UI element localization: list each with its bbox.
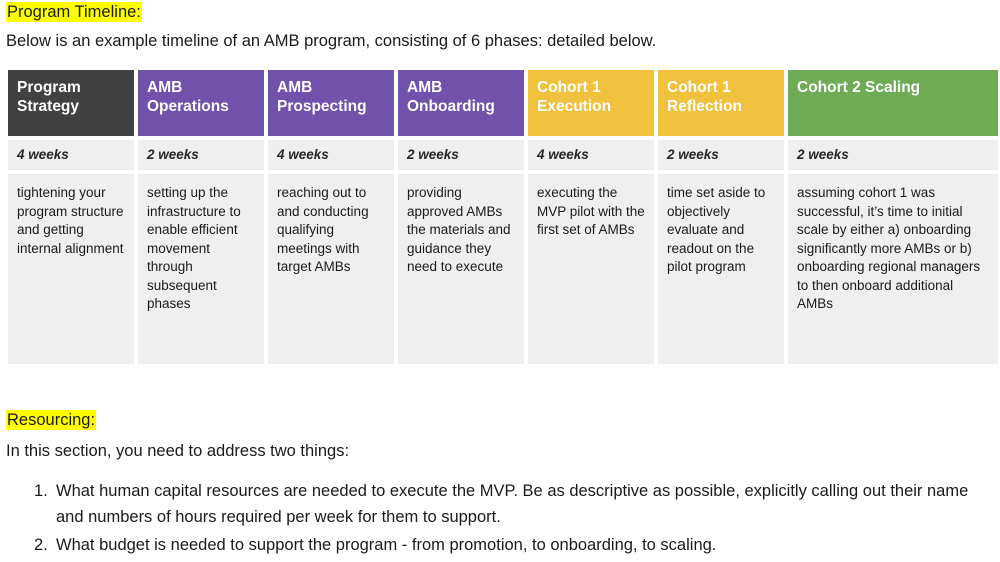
list-item-text: What human capital resources are needed …	[56, 482, 969, 526]
program-timeline-table: Program Strategy 4 weeks tightening your…	[8, 70, 998, 364]
list-item-marker: 2.	[34, 536, 48, 554]
list-item-text: What budget is needed to support the pro…	[56, 536, 717, 554]
program-timeline-intro: Below is an example timeline of an AMB p…	[6, 32, 657, 50]
timeline-description-program-strategy: tightening your program structure and ge…	[8, 174, 134, 364]
list-item-marker: 1.	[34, 482, 48, 500]
program-timeline-heading-text: Program Timeline:	[6, 2, 142, 22]
list-item: 1. What human capital resources are need…	[6, 478, 994, 530]
resourcing-heading-text: Resourcing:	[6, 410, 97, 430]
timeline-description-cohort-2-scaling: assuming cohort 1 was successful, it’s t…	[788, 174, 998, 364]
timeline-header-cohort-2-scaling: Cohort 2 Scaling	[788, 70, 998, 136]
timeline-duration-cohort-1-execution: 4 weeks	[528, 140, 654, 170]
timeline-header-cohort-1-execution: Cohort 1 Execution	[528, 70, 654, 136]
timeline-column-amb-onboarding: AMB Onboarding 2 weeks providing approve…	[398, 70, 524, 364]
timeline-column-amb-prospecting: AMB Prospecting 4 weeks reaching out to …	[268, 70, 394, 364]
timeline-column-amb-operations: AMB Operations 2 weeks setting up the in…	[138, 70, 264, 364]
timeline-header-amb-onboarding: AMB Onboarding	[398, 70, 524, 136]
timeline-description-amb-operations: setting up the infrastructure to enable …	[138, 174, 264, 364]
timeline-description-cohort-1-reflection: time set aside to objectively evaluate a…	[658, 174, 784, 364]
timeline-duration-program-strategy: 4 weeks	[8, 140, 134, 170]
list-item: 2. What budget is needed to support the …	[6, 532, 994, 558]
timeline-duration-amb-operations: 2 weeks	[138, 140, 264, 170]
timeline-header-amb-prospecting: AMB Prospecting	[268, 70, 394, 136]
timeline-column-cohort-1-reflection: Cohort 1 Reflection 2 weeks time set asi…	[658, 70, 784, 364]
resourcing-intro: In this section, you need to address two…	[6, 442, 350, 460]
timeline-header-amb-operations: AMB Operations	[138, 70, 264, 136]
timeline-header-program-strategy: Program Strategy	[8, 70, 134, 136]
program-timeline-heading: Program Timeline:	[6, 2, 142, 22]
resourcing-heading: Resourcing:	[6, 410, 97, 430]
timeline-column-program-strategy: Program Strategy 4 weeks tightening your…	[8, 70, 134, 364]
timeline-description-cohort-1-execution: executing the MVP pilot with the first s…	[528, 174, 654, 364]
timeline-header-cohort-1-reflection: Cohort 1 Reflection	[658, 70, 784, 136]
timeline-column-cohort-2-scaling: Cohort 2 Scaling 2 weeks assuming cohort…	[788, 70, 998, 364]
resourcing-list: 1. What human capital resources are need…	[6, 478, 994, 560]
timeline-duration-amb-onboarding: 2 weeks	[398, 140, 524, 170]
timeline-duration-amb-prospecting: 4 weeks	[268, 140, 394, 170]
timeline-description-amb-prospecting: reaching out to and conducting qualifyin…	[268, 174, 394, 364]
timeline-description-amb-onboarding: providing approved AMBs the materials an…	[398, 174, 524, 364]
timeline-duration-cohort-2-scaling: 2 weeks	[788, 140, 998, 170]
timeline-duration-cohort-1-reflection: 2 weeks	[658, 140, 784, 170]
timeline-column-cohort-1-execution: Cohort 1 Execution 4 weeks executing the…	[528, 70, 654, 364]
